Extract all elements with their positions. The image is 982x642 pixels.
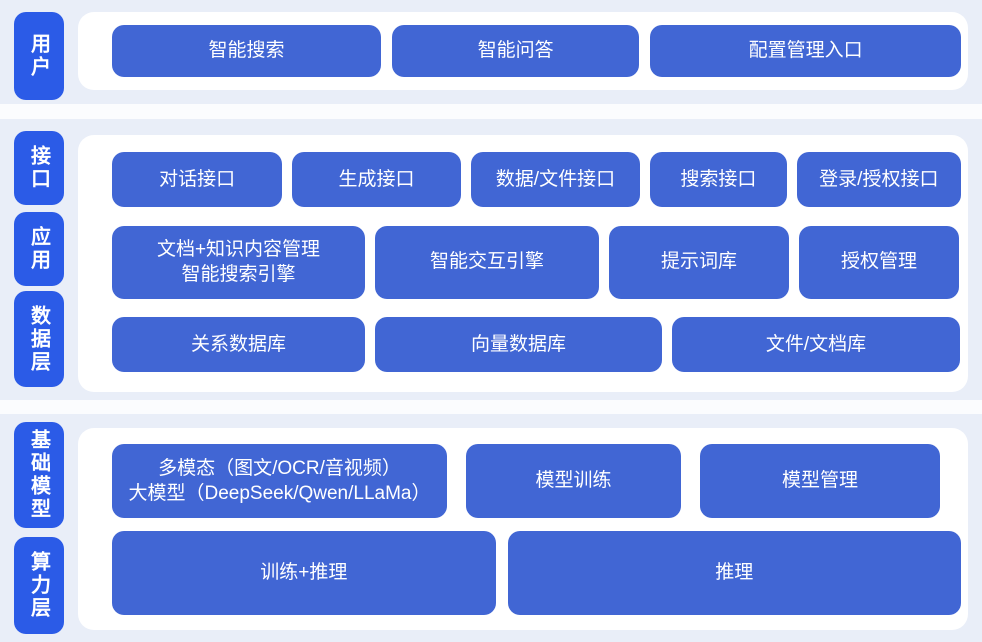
box-login-auth-api: 登录/授权接口 <box>796 152 962 207</box>
box-smart-search: 智能搜索 <box>112 25 382 77</box>
box-vector-database: 向量数据库 <box>375 317 662 372</box>
layer-label-interface: 接口 <box>14 131 64 205</box>
box-relational-database: 关系数据库 <box>112 317 365 372</box>
foundation-model-row: 多模态（图文/OCR/音视频） 大模型（DeepSeek/Qwen/LLaMa）… <box>112 444 961 518</box>
box-auth-management: 授权管理 <box>799 225 959 299</box>
box-prompt-library: 提示词库 <box>609 225 789 299</box>
compute-layer-row: 训练+推理 推理 <box>112 531 961 615</box>
layer-label-user: 用户 <box>14 12 64 100</box>
box-data-file-api: 数据/文件接口 <box>470 152 641 207</box>
box-dialog-api: 对话接口 <box>112 152 283 207</box>
layer-label-application: 应用 <box>14 212 64 286</box>
application-row: 文档+知识内容管理 智能搜索引擎 智能交互引擎 提示词库 授权管理 <box>112 225 961 299</box>
layer-label-compute-layer: 算力层 <box>14 537 64 634</box>
box-inference: 推理 <box>507 531 961 615</box>
layer-label-foundation-model: 基础模型 <box>14 422 64 528</box>
box-model-management: 模型管理 <box>700 444 940 518</box>
box-file-document-store: 文件/文档库 <box>672 317 960 372</box>
user-layer-row: 智能搜索 智能问答 配置管理入口 <box>112 25 962 77</box>
box-smart-qa: 智能问答 <box>392 25 640 77</box>
interface-row: 对话接口 生成接口 数据/文件接口 搜索接口 登录/授权接口 <box>112 152 962 207</box>
box-search-api: 搜索接口 <box>650 152 787 207</box>
middle-layer-panel: 对话接口 生成接口 数据/文件接口 搜索接口 登录/授权接口 文档+知识内容管理… <box>78 135 968 392</box>
layer-label-data-layer: 数据层 <box>14 291 64 387</box>
data-layer-row: 关系数据库 向量数据库 文件/文档库 <box>112 317 961 372</box>
box-doc-knowledge-search-engine: 文档+知识内容管理 智能搜索引擎 <box>112 225 365 299</box>
box-multimodal-llm: 多模态（图文/OCR/音视频） 大模型（DeepSeek/Qwen/LLaMa） <box>112 444 447 518</box>
box-model-training: 模型训练 <box>466 444 681 518</box>
box-generation-api: 生成接口 <box>292 152 461 207</box>
box-config-management-entry: 配置管理入口 <box>650 25 962 77</box>
user-layer-panel: 智能搜索 智能问答 配置管理入口 <box>78 12 968 90</box>
foundation-layer-panel: 多模态（图文/OCR/音视频） 大模型（DeepSeek/Qwen/LLaMa）… <box>78 428 968 630</box>
box-smart-interaction-engine: 智能交互引擎 <box>375 225 599 299</box>
box-training-inference: 训练+推理 <box>112 531 496 615</box>
